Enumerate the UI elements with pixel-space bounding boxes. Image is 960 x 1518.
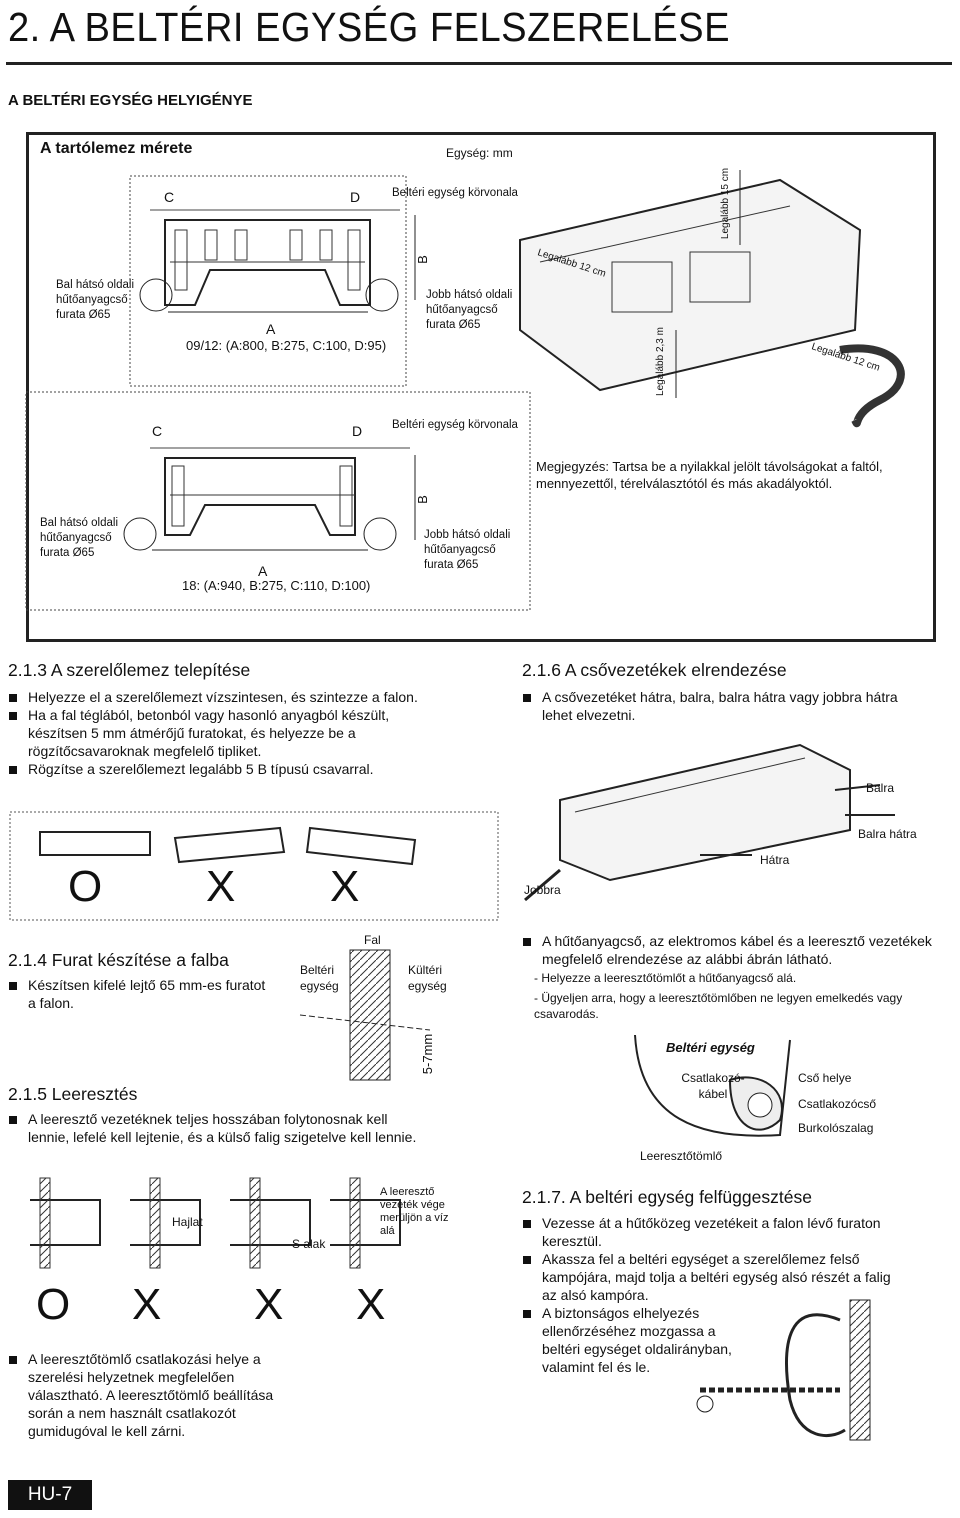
outdoor-label: Kültéri egység xyxy=(408,963,447,993)
dim-d-top: D xyxy=(350,189,361,205)
s213-bullet-3: Rögzítse a szerelőlemezt legalább 5 B tí… xyxy=(6,760,426,778)
clearance-note: Megjegyzés: Tartsa be a nyilakkal jelölt… xyxy=(536,459,883,491)
s-shape-label: S alak xyxy=(292,1237,326,1251)
level-wrong-mark-1: X xyxy=(206,862,236,911)
dim-c-bottom: C xyxy=(152,423,163,439)
s217-bullet-2: Akassza fel a beltéri egységet a szerelő… xyxy=(520,1250,902,1304)
page-number: HU-7 xyxy=(8,1480,92,1510)
drain-end-label: A leeresztő vezeték vége merüljön a víz … xyxy=(380,1186,449,1237)
page-title: 2. A BELTÉRI EGYSÉG FELSZERELÉSE xyxy=(8,4,730,50)
s217-bullet-1: Vezesse át a hűtőközeg vezetékeit a falo… xyxy=(520,1214,940,1250)
drain-hose-label: Leeresztőtömlő xyxy=(640,1149,723,1163)
s217-bullets: Vezesse át a hűtőközeg vezetékeit a falo… xyxy=(520,1214,940,1376)
s213-heading: 2.1.3 A szerelőlemez telepítése xyxy=(8,660,251,680)
s213-bullets: Helyezze el a szerelőlemezt vízszintesen… xyxy=(6,688,426,778)
clearance-bottom: Legalább 2,3 m xyxy=(654,327,666,396)
level-wrong-mark-2: X xyxy=(330,862,360,911)
dim-b-bottom: B xyxy=(414,495,430,504)
indoor-label: Beltéri egység xyxy=(300,963,339,993)
drain-correct-mark: O xyxy=(36,1280,71,1329)
pipes-dash-1: - Helyezze a leeresztőtömlőt a hűtőanyag… xyxy=(534,971,797,985)
outline-label-top: Beltéri egység körvonala xyxy=(392,187,518,199)
outline-label-bottom: Beltéri egység körvonala xyxy=(392,419,518,431)
dir-left: Balra xyxy=(866,781,895,795)
right-hole-label-bottom: Jobb hátsó oldali hűtőanyagcső furata Ø6… xyxy=(424,529,511,571)
s213-bullet-2: Ha a fal téglából, betonból vagy hasonló… xyxy=(6,706,426,760)
s215-bullet: A leeresztő vezetéknek teljes hosszában … xyxy=(6,1110,426,1146)
s214-heading: 2.1.4 Furat készítése a falba xyxy=(8,950,229,970)
s217-bullet-3: A biztonságos elhelyezés ellenőrzéséhez … xyxy=(520,1304,742,1376)
connector-label: Csatlakozócső xyxy=(798,1097,877,1111)
dim-a-top: A xyxy=(266,321,276,337)
pipes-bullet: A hűtőanyagcső, az elektromos kábel és a… xyxy=(520,932,940,968)
pipe-unit-label: Beltéri egység xyxy=(666,1040,755,1055)
dims-18: 18: (A:940, B:275, C:110, D:100) xyxy=(182,578,371,593)
drain-wrong-mark-1: X xyxy=(132,1280,162,1329)
cable-label: Csatlakozó-kábel xyxy=(681,1071,745,1101)
drain-wrong-mark-3: X xyxy=(356,1280,386,1329)
s214-bullet: Készítsen kifelé lejtő 65 mm-es furatot … xyxy=(6,976,276,1012)
wall-label: Fal xyxy=(364,933,381,947)
dir-left-back: Balra hátra xyxy=(858,827,917,841)
dims-09-12: 09/12: (A:800, B:275, C:100, D:95) xyxy=(186,338,387,353)
clearance-top: Legalább 15 cm xyxy=(720,167,732,240)
pipe-place-label: Cső helye xyxy=(798,1071,852,1085)
slope-gap: 5-7mm xyxy=(420,1033,436,1075)
unit-label: Egység: mm xyxy=(446,146,513,160)
right-hole-label-top: Jobb hátsó oldali hűtőanyagcső furata Ø6… xyxy=(426,289,513,331)
drain-wrong-mark-2: X xyxy=(254,1280,284,1329)
dir-right: Jobbra xyxy=(524,883,561,897)
s216-heading: 2.1.6 A csővezetékek elrendezése xyxy=(522,660,787,680)
tape-label: Burkolószalag xyxy=(798,1121,874,1135)
pipes-dash-2: - Ügyeljen arra, hogy a leeresztőtömlőbe… xyxy=(534,991,903,1021)
bend-label: Hajlat xyxy=(172,1215,203,1229)
dim-d-bottom: D xyxy=(352,423,363,439)
left-hole-label-bottom: Bal hátsó oldali hűtőanyagcső furata Ø65 xyxy=(40,517,118,559)
section-subtitle: A BELTÉRI EGYSÉG HELYIGÉNYE xyxy=(8,92,253,109)
dim-a-bottom: A xyxy=(258,563,268,579)
dim-c-top: C xyxy=(164,189,175,205)
left-hole-label-top: Bal hátsó oldali hűtőanyagcső furata Ø65 xyxy=(56,279,134,321)
s215-heading: 2.1.5 Leeresztés xyxy=(8,1084,138,1104)
s215-bullet-2: A leeresztőtömlő csatlakozási helye a sz… xyxy=(6,1350,276,1440)
dim-b-top: B xyxy=(414,255,430,264)
plate-size-heading: A tartólemez mérete xyxy=(40,140,193,157)
title-rule xyxy=(6,62,952,65)
level-correct-mark: O xyxy=(68,862,103,911)
plate-size-box xyxy=(26,132,936,642)
s213-bullet-1: Helyezze el a szerelőlemezt vízszintesen… xyxy=(6,688,426,706)
dir-back: Hátra xyxy=(760,853,790,867)
s216-bullet: A csővezetéket hátra, balra, balra hátra… xyxy=(520,688,920,724)
s217-heading: 2.1.7. A beltéri egység felfüggesztése xyxy=(522,1187,812,1207)
